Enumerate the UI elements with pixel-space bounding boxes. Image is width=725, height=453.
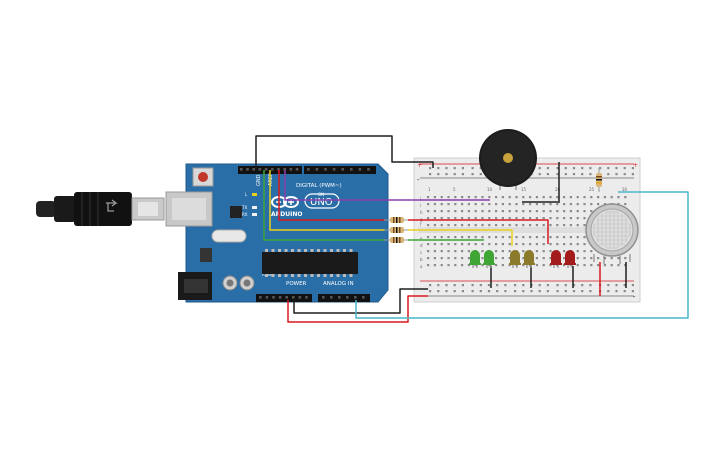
row-label-b: b bbox=[420, 257, 423, 262]
tx-label: TX bbox=[241, 205, 247, 210]
row-label-h: h bbox=[420, 210, 423, 215]
uno-badge bbox=[304, 193, 340, 209]
rail-plus-label: + bbox=[417, 162, 422, 169]
l-led bbox=[252, 193, 257, 196]
wires bbox=[255, 135, 689, 323]
row-label-a: a bbox=[420, 264, 423, 269]
resistor-2[interactable] bbox=[384, 227, 408, 233]
led-red-2[interactable] bbox=[564, 250, 576, 268]
usb-chip bbox=[230, 206, 242, 218]
row-label-c: c bbox=[420, 250, 422, 255]
rail-minus-label: - bbox=[417, 176, 420, 184]
digital-label: DIGITAL (PWM~) bbox=[296, 183, 342, 189]
gnd-label: GND bbox=[256, 174, 262, 186]
rail-plus-label-right: + bbox=[633, 162, 638, 169]
wire-yellow-signal[interactable] bbox=[269, 170, 385, 231]
atmega-chip bbox=[262, 252, 358, 274]
header-analog bbox=[318, 294, 370, 302]
row-label-j: j bbox=[419, 196, 421, 201]
wire-red-signal[interactable] bbox=[278, 170, 385, 221]
regulator bbox=[200, 248, 212, 262]
header-power bbox=[256, 294, 312, 302]
tx-led bbox=[252, 206, 257, 209]
col-label-15: 15 bbox=[521, 187, 527, 192]
col-label-1: 1 bbox=[428, 187, 431, 192]
row-label-e: e bbox=[420, 236, 423, 241]
wire-red-led[interactable] bbox=[408, 219, 549, 244]
leds bbox=[469, 250, 576, 268]
gas-sensor[interactable] bbox=[585, 203, 639, 264]
crystal bbox=[211, 229, 247, 243]
row-label-i: i bbox=[420, 203, 421, 208]
rx-label: RX bbox=[242, 212, 248, 217]
wire-purple[interactable] bbox=[284, 170, 490, 201]
resistor-sensor[interactable] bbox=[596, 168, 602, 192]
wire-black-gnd-bottom[interactable] bbox=[293, 288, 428, 314]
col-label-10: 10 bbox=[487, 187, 493, 192]
model-label: UNO bbox=[310, 197, 333, 208]
led-red-1[interactable] bbox=[550, 250, 562, 268]
wire-red-5v[interactable] bbox=[287, 295, 428, 323]
brand-label: ARDUINO bbox=[271, 211, 302, 218]
usb-cable[interactable] bbox=[36, 192, 165, 226]
rx-led bbox=[252, 213, 257, 216]
led-green-1[interactable] bbox=[469, 250, 481, 268]
led-yellow-1[interactable] bbox=[509, 250, 521, 268]
col-label-30: 30 bbox=[622, 187, 628, 192]
col-label-25: 25 bbox=[589, 187, 595, 192]
col-label-5: 5 bbox=[453, 187, 456, 192]
rail-minus-label-right: - bbox=[633, 293, 636, 301]
resistor-3[interactable] bbox=[384, 237, 408, 243]
l-led-label: L bbox=[245, 192, 248, 197]
piezo-buzzer[interactable] bbox=[479, 129, 537, 190]
power-label: POWER bbox=[286, 281, 307, 287]
reset-button-cap[interactable] bbox=[198, 172, 208, 182]
wire-cyan-analog[interactable] bbox=[355, 191, 689, 319]
analog-label: ANALOG IN bbox=[323, 281, 354, 287]
resistors bbox=[384, 168, 602, 243]
arduino-uno-board[interactable]: AREF GND DIGITAL (PWM~) POWER ANALOG IN … bbox=[165, 163, 389, 303]
led-yellow-2[interactable] bbox=[523, 250, 535, 268]
led-green-2[interactable] bbox=[483, 250, 495, 268]
aref-label: AREF bbox=[268, 173, 274, 186]
usb-icon bbox=[106, 199, 118, 212]
wire-black-gnd[interactable] bbox=[255, 135, 434, 170]
reset-label: RESET bbox=[262, 272, 275, 277]
wire-green-signal[interactable] bbox=[263, 170, 385, 241]
col-label-20: 20 bbox=[555, 187, 561, 192]
row-label-f: f bbox=[420, 222, 422, 227]
wire-yellow-led[interactable] bbox=[408, 229, 513, 246]
header-digital-low bbox=[304, 166, 376, 174]
resistor-1[interactable] bbox=[384, 217, 408, 223]
buzzer-center bbox=[503, 153, 513, 163]
row-label-d: d bbox=[420, 243, 423, 248]
